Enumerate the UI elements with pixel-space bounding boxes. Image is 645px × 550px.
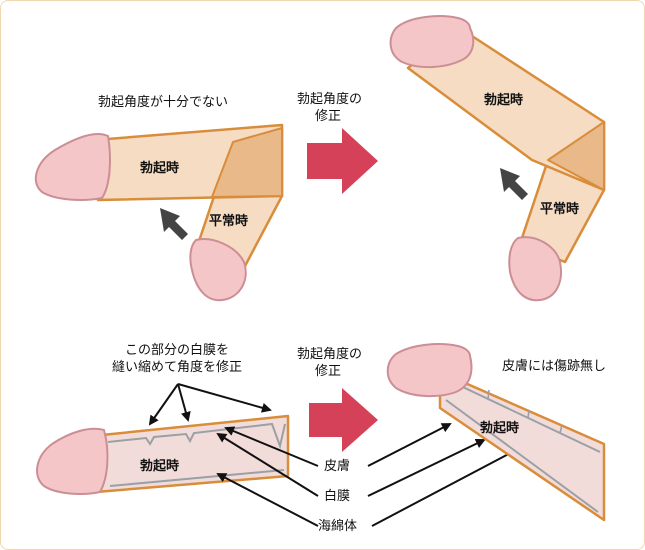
top-left-illustration [34,123,284,302]
membrane-pointer-right [367,438,486,497]
top-right-overlap-region [547,121,605,191]
top-middle-caption-line1: 勃起角度の [297,92,363,107]
bottom-right-erect-label: 勃起時 [480,421,520,436]
skin-pointer-right [367,423,452,467]
top-left-overlap-region [211,127,283,198]
bottom-right-membrane-ticks [487,389,563,434]
bottom-right-caption: 皮膚には傷跡無し [502,359,607,374]
bottom-right-illustration [386,343,606,522]
bottom-left-glans [36,427,109,495]
corpus-pointer-right [371,449,518,527]
pointer-arrow [148,383,179,426]
top-right-arrow-icon [307,128,378,194]
top-middle-caption-line2: 修正 [315,109,342,124]
bottom-right-membrane-top [447,379,601,453]
bottom-left-pointer-arrows [148,383,272,426]
top-right-erect-label: 勃起時 [484,93,524,108]
top-right-flaccid-label: 平常時 [540,202,580,217]
skin-pointer-left [224,426,319,467]
pointer-arrow [177,383,191,422]
top-left-caption: 勃起角度が十分でない [98,95,229,110]
top-left-flaccid-label: 平常時 [209,214,249,229]
layer-label-corpus: 海綿体 [318,519,358,534]
top-left-erect-label: 勃起時 [140,161,180,176]
bottom-middle-caption-line1: 勃起角度の [297,347,363,362]
top-right-illustration [389,15,606,302]
top-left-flaccid-glans [189,238,247,302]
layer-pointer-arrows [216,423,518,527]
top-left-up-left-arrow-icon [160,208,188,240]
top-left-erect-glans [34,132,111,201]
bottom-left-membrane-bottom [109,469,285,487]
membrane-pointer-left [216,432,319,497]
bottom-left-illustration [36,414,290,495]
top-right-up-left-arrow-icon [500,168,528,200]
bottom-left-membrane-top [107,422,286,450]
top-right-flaccid-glans [508,236,562,302]
bottom-left-shaft [90,414,290,494]
bottom-right-arrow-icon [309,388,378,452]
layer-label-skin: 皮膚 [324,459,351,474]
bottom-right-glans [386,343,473,398]
bottom-left-caption-line1: この部分の白膜を [124,343,229,358]
bottom-left-erect-label: 勃起時 [140,459,180,474]
bottom-right-membrane-bottom [445,399,599,513]
layer-label-tunica: 白膜 [324,489,351,504]
bottom-middle-caption-line2: 修正 [315,364,342,379]
top-right-erect-glans [389,15,475,68]
bottom-left-caption-line2: 縫い縮めて角度を修正 [111,360,242,375]
pointer-arrow [177,383,272,413]
corpus-pointer-left [216,473,319,527]
